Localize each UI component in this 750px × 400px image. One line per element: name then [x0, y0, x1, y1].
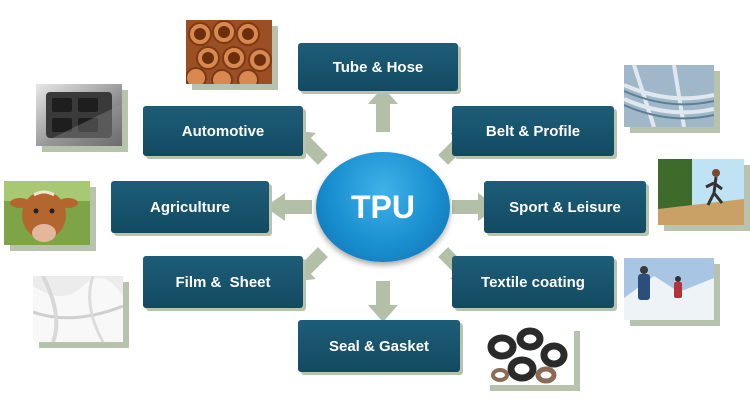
node-label: Tube & Hose: [332, 58, 424, 76]
conveyor-rails-photo: [624, 65, 714, 127]
node-textile-coating: Textile coating: [452, 256, 614, 308]
arrow-up: [368, 87, 398, 132]
node-label: Film & Sheet: [175, 273, 271, 291]
plastic-film-photo: [33, 276, 123, 342]
car-window-switch-photo: [36, 84, 122, 146]
node-sport-leisure: Sport & Leisure: [484, 181, 646, 233]
runner-photo: [658, 159, 744, 225]
cow-photo: [4, 181, 90, 245]
tpu-center-circle: TPU: [316, 152, 450, 262]
node-label: Sport & Leisure: [509, 198, 621, 216]
node-label: Textile coating: [481, 273, 585, 291]
arrow-down: [368, 281, 398, 322]
node-belt-profile: Belt & Profile: [452, 106, 614, 156]
center-label: TPU: [351, 188, 415, 225]
rubber-seals-photo: [484, 325, 574, 385]
node-label: Seal & Gasket: [328, 337, 430, 355]
node-seal-gasket: Seal & Gasket: [298, 320, 460, 372]
hikers-snow-photo: [624, 258, 714, 320]
copper-pipes-photo: [186, 20, 272, 84]
node-label: Belt & Profile: [485, 122, 581, 140]
node-film-sheet: Film & Sheet: [143, 256, 303, 308]
node-label: Automotive: [181, 122, 265, 140]
arrow-left: [265, 193, 312, 221]
node-tube-hose: Tube & Hose: [298, 43, 458, 91]
node-label: Agriculture: [149, 198, 230, 216]
node-agriculture: Agriculture: [111, 181, 269, 233]
node-automotive: Automotive: [143, 106, 303, 156]
